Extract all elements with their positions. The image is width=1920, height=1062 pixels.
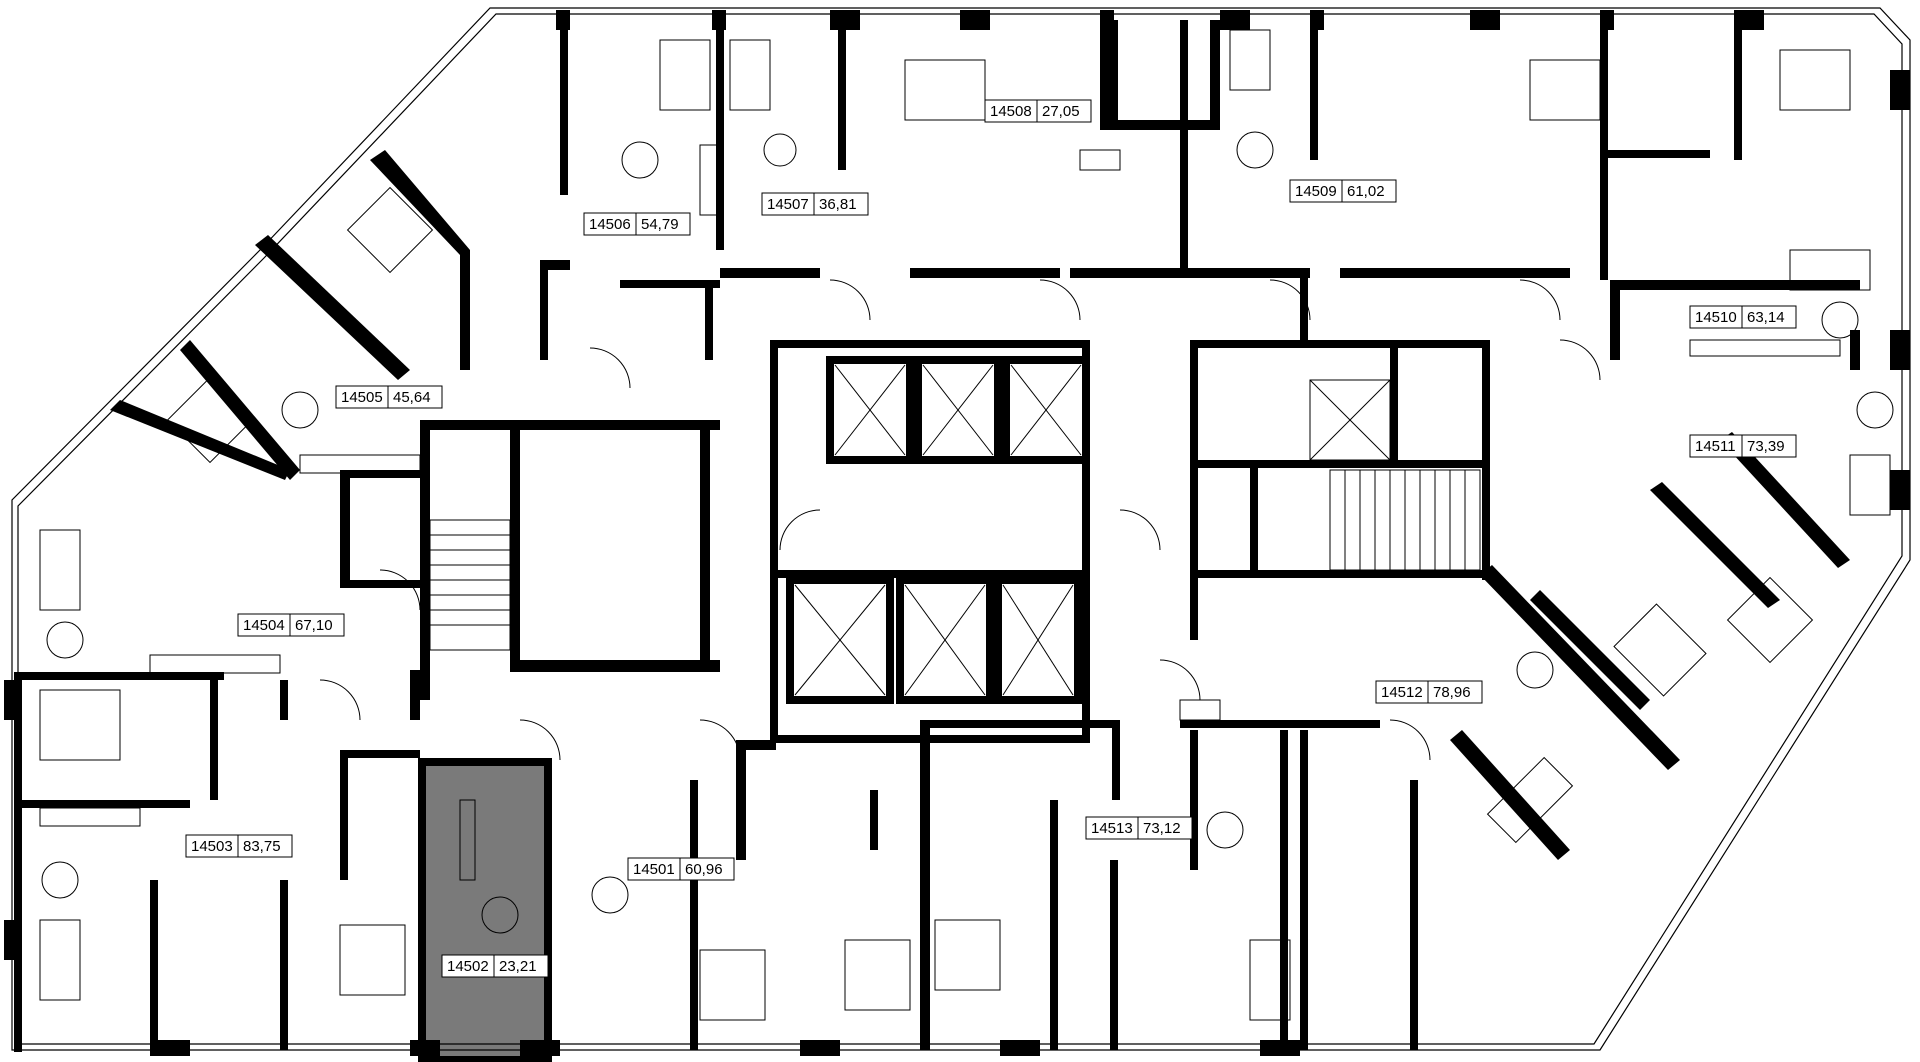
apartment-area: 63,14 [1747,309,1785,326]
apartment-number: 14509 [1295,183,1337,200]
stairs-left [429,519,511,651]
apartment-number: 14505 [341,389,383,406]
apartment-number: 14511 [1695,438,1736,455]
apartment-number: 14503 [191,838,233,855]
apartment-label-14512[interactable]: 14512 78,96 [1375,680,1483,704]
apartment-label-14511[interactable]: 14511 73,39 [1689,434,1797,458]
apartment-area: 45,64 [393,389,431,406]
apartment-area: 73,12 [1143,820,1181,837]
building-outline [11,7,1911,1051]
apartment-label-14507[interactable]: 14507 36,81 [761,192,869,216]
apartment-area: 54,79 [641,216,679,233]
apartment-label-14501[interactable]: 14501 60,96 [627,857,735,881]
apartment-area: 61,02 [1347,183,1385,200]
apartment-number: 14510 [1695,309,1737,326]
apartment-label-14504[interactable]: 14504 67,10 [237,613,345,637]
apartment-number: 14508 [990,103,1032,120]
apartment-label-14508[interactable]: 14508 27,05 [984,99,1092,123]
apartment-label-14513[interactable]: 14513 73,12 [1085,816,1193,840]
apartment-area: 73,39 [1747,438,1785,455]
apartment-number: 14506 [589,216,631,233]
apartment-area: 67,10 [295,617,333,634]
apartment-number: 14501 [633,861,675,878]
apartment-area: 78,96 [1433,684,1471,701]
exterior-walls [4,10,1910,1056]
apartment-area: 60,96 [685,861,723,878]
apartment-area: 36,81 [819,196,857,213]
apartment-label-14509[interactable]: 14509 61,02 [1289,179,1397,203]
apartment-label-14510[interactable]: 14510 63,14 [1689,305,1797,329]
apartment-label-14502[interactable]: 14502 23,21 [441,954,549,978]
apartment-label-14503[interactable]: 14503 83,75 [185,834,293,858]
apartment-label-14505[interactable]: 14505 45,64 [335,385,443,409]
apartment-number: 14502 [447,958,489,975]
apartment-area: 83,75 [243,838,281,855]
apartment-number: 14512 [1381,684,1423,701]
apartment-area: 23,21 [499,958,537,975]
apartment-number: 14507 [767,196,809,213]
apartment-number: 14513 [1091,820,1133,837]
area-labels: 14501 60,96 14502 23,21 14503 83,75 14504 67,10… [185,99,1797,978]
apartment-14502-area[interactable] [418,758,552,1062]
apartment-label-14506[interactable]: 14506 54,79 [583,212,691,236]
stairs-right [1329,469,1481,571]
interior-walls [14,20,1860,1052]
apartment-number: 14504 [243,617,285,634]
apartment-area: 27,05 [1042,103,1080,120]
furniture [39,29,1894,1021]
